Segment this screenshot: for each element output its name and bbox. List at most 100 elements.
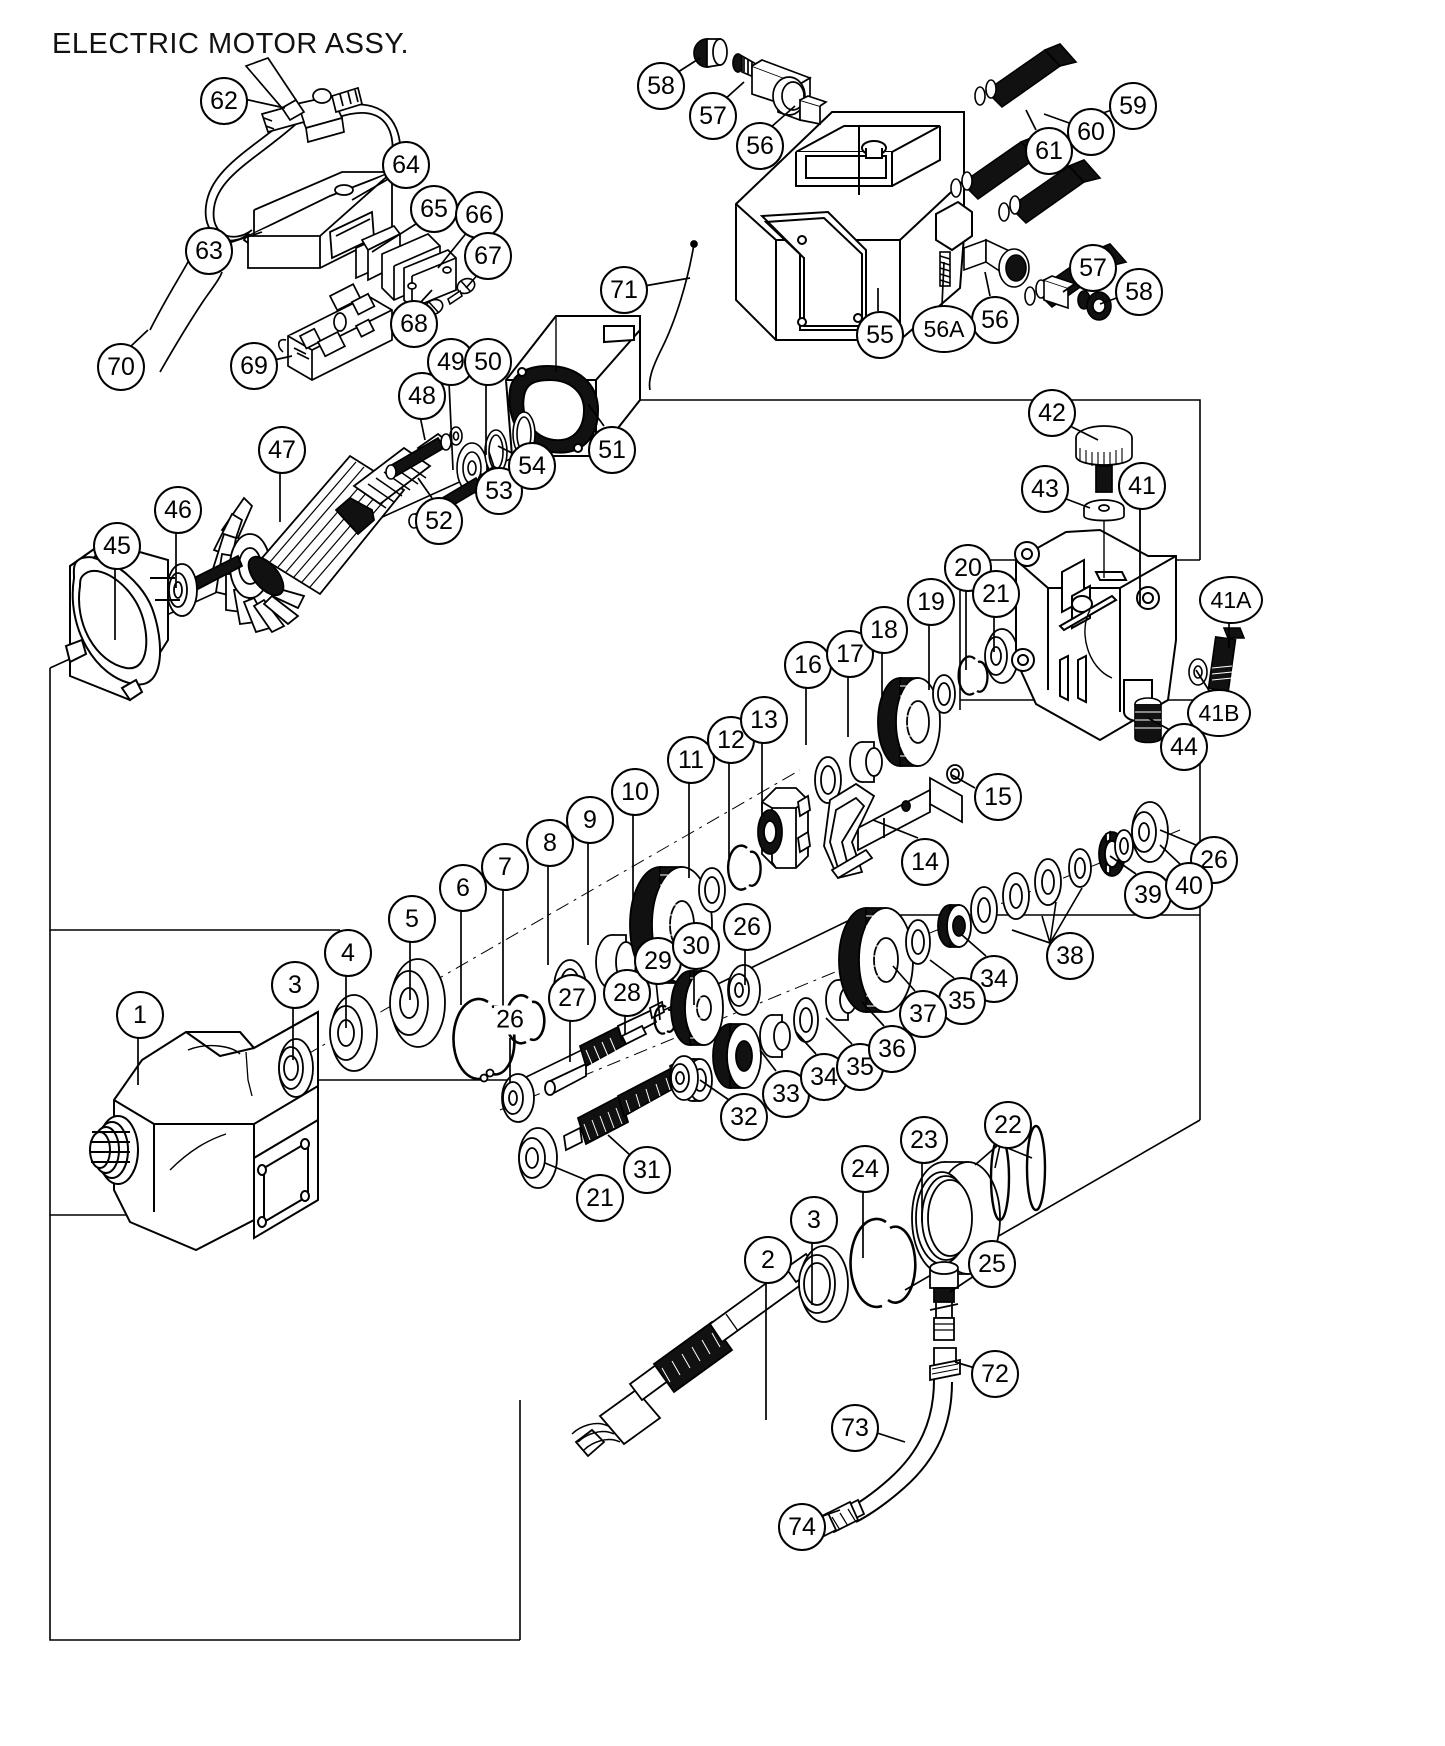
callout-66[interactable]: 66 bbox=[455, 191, 503, 239]
callout-41[interactable]: 41 bbox=[1118, 462, 1166, 510]
callout-leader-38-branch bbox=[1049, 901, 1057, 944]
callout-50[interactable]: 50 bbox=[464, 338, 512, 386]
callout-17[interactable]: 17 bbox=[826, 630, 874, 678]
callout-46[interactable]: 46 bbox=[154, 486, 202, 534]
callout-39[interactable]: 39 bbox=[1124, 871, 1172, 919]
callout-leader-60 bbox=[1043, 113, 1073, 125]
callout-57a[interactable]: 57 bbox=[689, 92, 737, 140]
callout-47[interactable]: 47 bbox=[258, 426, 306, 474]
callout-58a[interactable]: 58 bbox=[637, 62, 685, 110]
callout-6[interactable]: 6 bbox=[439, 864, 487, 912]
callout-36[interactable]: 36 bbox=[868, 1025, 916, 1073]
callout-27[interactable]: 27 bbox=[548, 974, 596, 1022]
callout-57b[interactable]: 57 bbox=[1069, 244, 1117, 292]
callout-74[interactable]: 74 bbox=[778, 1503, 826, 1551]
callout-leader-52 bbox=[417, 477, 433, 499]
callout-leader-33 bbox=[759, 1049, 777, 1072]
callout-4[interactable]: 4 bbox=[324, 929, 372, 977]
callout-leader-40 bbox=[1159, 844, 1181, 865]
callout-1[interactable]: 1 bbox=[116, 991, 164, 1039]
callout-61[interactable]: 61 bbox=[1025, 127, 1073, 175]
callout-24[interactable]: 24 bbox=[841, 1145, 889, 1193]
callout-63[interactable]: 63 bbox=[185, 227, 233, 275]
callout-leader-32 bbox=[699, 1079, 730, 1101]
callout-37[interactable]: 37 bbox=[899, 990, 947, 1038]
callout-72[interactable]: 72 bbox=[971, 1350, 1019, 1398]
callout-41A[interactable]: 41A bbox=[1199, 576, 1263, 624]
callout-10[interactable]: 10 bbox=[611, 768, 659, 816]
callout-22[interactable]: 22 bbox=[984, 1101, 1032, 1149]
callout-11[interactable]: 11 bbox=[667, 736, 715, 784]
callout-leader-38-branch bbox=[1011, 929, 1051, 944]
callout-leader-36 bbox=[861, 1001, 885, 1027]
callout-leader-15 bbox=[951, 774, 976, 789]
callout-62[interactable]: 62 bbox=[200, 77, 248, 125]
callout-leader-21 bbox=[544, 1162, 587, 1181]
callout-64[interactable]: 64 bbox=[382, 141, 430, 189]
callout-3b[interactable]: 3 bbox=[790, 1196, 838, 1244]
callout-leader-31 bbox=[607, 1134, 631, 1156]
callout-71[interactable]: 71 bbox=[600, 266, 648, 314]
callout-56A[interactable]: 56A bbox=[912, 305, 976, 353]
callout-73[interactable]: 73 bbox=[831, 1404, 879, 1452]
callout-leader-56 bbox=[769, 105, 796, 129]
callout-54[interactable]: 54 bbox=[508, 442, 556, 490]
callout-42[interactable]: 42 bbox=[1028, 389, 1076, 437]
callout-55[interactable]: 55 bbox=[856, 311, 904, 359]
callout-58b[interactable]: 58 bbox=[1115, 268, 1163, 316]
page-title: ELECTRIC MOTOR ASSY. bbox=[52, 28, 410, 60]
callout-15[interactable]: 15 bbox=[974, 773, 1022, 821]
callout-leader-35 bbox=[929, 959, 955, 979]
callout-44[interactable]: 44 bbox=[1160, 723, 1208, 771]
callout-31[interactable]: 31 bbox=[623, 1146, 671, 1194]
callout-69[interactable]: 69 bbox=[230, 342, 278, 390]
callout-59[interactable]: 59 bbox=[1109, 82, 1157, 130]
callout-21a[interactable]: 21 bbox=[972, 570, 1020, 618]
callout-9[interactable]: 9 bbox=[566, 796, 614, 844]
callout-68[interactable]: 68 bbox=[390, 300, 438, 348]
callout-45[interactable]: 45 bbox=[93, 522, 141, 570]
callout-leader-66 bbox=[437, 230, 469, 269]
callout-65[interactable]: 65 bbox=[410, 185, 458, 233]
callout-19[interactable]: 19 bbox=[907, 578, 955, 626]
callout-leader-49 bbox=[448, 381, 454, 471]
callout-3a[interactable]: 3 bbox=[271, 961, 319, 1009]
callout-26b[interactable]: 26 bbox=[494, 1005, 526, 1035]
callout-25[interactable]: 25 bbox=[968, 1240, 1016, 1288]
callout-leader-65 bbox=[371, 221, 420, 253]
callout-leader-62 bbox=[243, 98, 286, 109]
callout-18[interactable]: 18 bbox=[860, 606, 908, 654]
callout-leader-25 bbox=[949, 1275, 975, 1293]
callout-60[interactable]: 60 bbox=[1067, 108, 1115, 156]
callout-52[interactable]: 52 bbox=[415, 497, 463, 545]
callout-34b[interactable]: 34 bbox=[970, 955, 1018, 1003]
callout-56a[interactable]: 56 bbox=[736, 122, 784, 170]
callout-13[interactable]: 13 bbox=[740, 696, 788, 744]
callout-51[interactable]: 51 bbox=[588, 426, 636, 474]
callout-23[interactable]: 23 bbox=[900, 1116, 948, 1164]
callout-43[interactable]: 43 bbox=[1021, 465, 1069, 513]
callout-leader-22-branch bbox=[994, 1144, 1001, 1169]
callout-7[interactable]: 7 bbox=[481, 843, 529, 891]
callout-leader-53 bbox=[488, 451, 495, 468]
callout-5[interactable]: 5 bbox=[388, 895, 436, 943]
callout-38[interactable]: 38 bbox=[1046, 932, 1094, 980]
callout-26a[interactable]: 26 bbox=[723, 903, 771, 951]
callout-32[interactable]: 32 bbox=[720, 1093, 768, 1141]
callout-16[interactable]: 16 bbox=[784, 641, 832, 689]
callout-30[interactable]: 30 bbox=[672, 922, 720, 970]
callout-70[interactable]: 70 bbox=[97, 343, 145, 391]
callout-leader-48 bbox=[419, 415, 426, 441]
callout-56b[interactable]: 56 bbox=[971, 296, 1019, 344]
callout-29[interactable]: 29 bbox=[634, 937, 682, 985]
callout-67[interactable]: 67 bbox=[464, 232, 512, 280]
callout-8[interactable]: 8 bbox=[526, 819, 574, 867]
callout-leader-34 bbox=[961, 934, 987, 957]
callout-leader-26 bbox=[1159, 829, 1197, 846]
callout-leader-44 bbox=[1147, 717, 1171, 731]
callout-14[interactable]: 14 bbox=[901, 838, 949, 886]
callout-2[interactable]: 2 bbox=[744, 1236, 792, 1284]
callout-leader-70 bbox=[129, 329, 149, 348]
callout-40[interactable]: 40 bbox=[1165, 862, 1213, 910]
callout-21b[interactable]: 21 bbox=[576, 1174, 624, 1222]
